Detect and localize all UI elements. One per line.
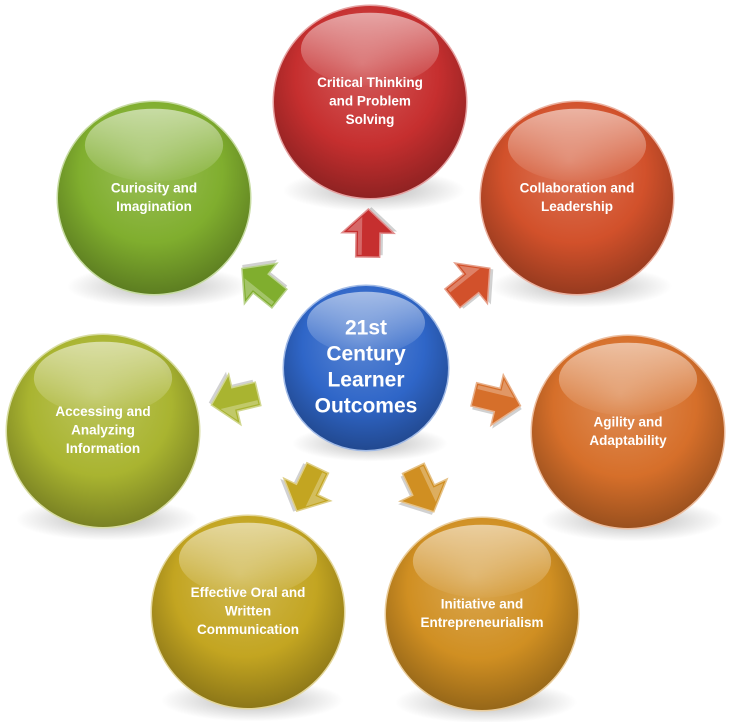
outcome-collaboration-label-line-2: Leadership — [541, 199, 613, 214]
center-hub-label-line-2: Century — [326, 343, 406, 366]
arrow-to-initiative-highlight — [419, 465, 444, 503]
arrow-to-collaboration — [443, 262, 494, 309]
center-hub-label-line-1: 21st — [345, 317, 387, 340]
outcome-accessing-info-label-line-1: Accessing and — [55, 404, 150, 419]
center-hub-label-line-4: Outcomes — [315, 395, 418, 418]
outcome-communication-label-line-3: Communication — [197, 622, 299, 637]
arrow-to-initiative — [398, 462, 449, 515]
outcome-agility-label-line-1: Agility and — [593, 414, 662, 429]
arrow-to-critical-thinking — [340, 207, 398, 258]
arrow-to-curiosity-highlight — [244, 278, 275, 306]
outcome-curiosity-label-line-2: Imagination — [116, 199, 192, 214]
arrow-to-initiative-shape — [398, 462, 449, 513]
outcome-agility-highlight — [558, 342, 698, 416]
outcome-accessing-info-label-line-3: Information — [66, 441, 140, 456]
center-hub-highlight — [306, 291, 426, 355]
outcome-critical-thinking-label-line-2: and Problem — [329, 94, 411, 109]
arrow-to-accessing-info-shape — [210, 372, 262, 427]
outcome-collaboration-highlight — [507, 108, 647, 182]
outcome-curiosity-label-line-1: Curiosity and — [111, 180, 197, 195]
arrow-to-curiosity-shape — [241, 262, 288, 309]
arrow-to-critical-thinking-highlight — [347, 216, 363, 255]
arrow-to-accessing-info-highlight — [220, 400, 259, 421]
outcome-communication-label-line-1: Effective Oral and — [191, 585, 306, 600]
outcome-critical-thinking-label-line-3: Solving — [346, 112, 395, 127]
arrow-to-agility-highlight — [477, 380, 515, 399]
center-hub-label-line-3: Learner — [327, 369, 404, 392]
outcome-critical-thinking-label-line-1: Critical Thinking — [317, 75, 423, 90]
arrow-to-collaboration-shape — [443, 262, 491, 309]
arrow-to-communication — [280, 461, 333, 513]
outcome-collaboration-label-line-1: Collaboration and — [520, 180, 635, 195]
arrow-to-communication-shape — [282, 461, 333, 513]
arrow-to-critical-thinking-shape — [340, 207, 396, 258]
outcome-initiative-label-line-1: Initiative and — [441, 596, 524, 611]
outcome-initiative-label-line-2: Entrepreneurialism — [420, 615, 543, 630]
outcome-agility-label-line-2: Adaptability — [589, 433, 667, 448]
outcome-initiative-highlight — [412, 524, 552, 598]
outcome-communication-label-line-2: Written — [225, 604, 271, 619]
outcome-curiosity-highlight — [84, 108, 224, 182]
arrow-to-curiosity — [241, 259, 288, 309]
arrow-to-communication-highlight — [305, 472, 326, 507]
arrow-to-collaboration-highlight — [447, 265, 480, 293]
outcome-accessing-info-label-line-2: Analyzing — [71, 423, 135, 438]
outcome-critical-thinking-highlight — [300, 12, 440, 86]
outcome-accessing-info-highlight — [33, 341, 173, 415]
outcome-communication-highlight — [178, 522, 318, 596]
arrow-to-agility-shape — [470, 372, 522, 427]
arrow-to-accessing-info — [208, 371, 262, 427]
arrow-to-agility — [470, 372, 522, 429]
